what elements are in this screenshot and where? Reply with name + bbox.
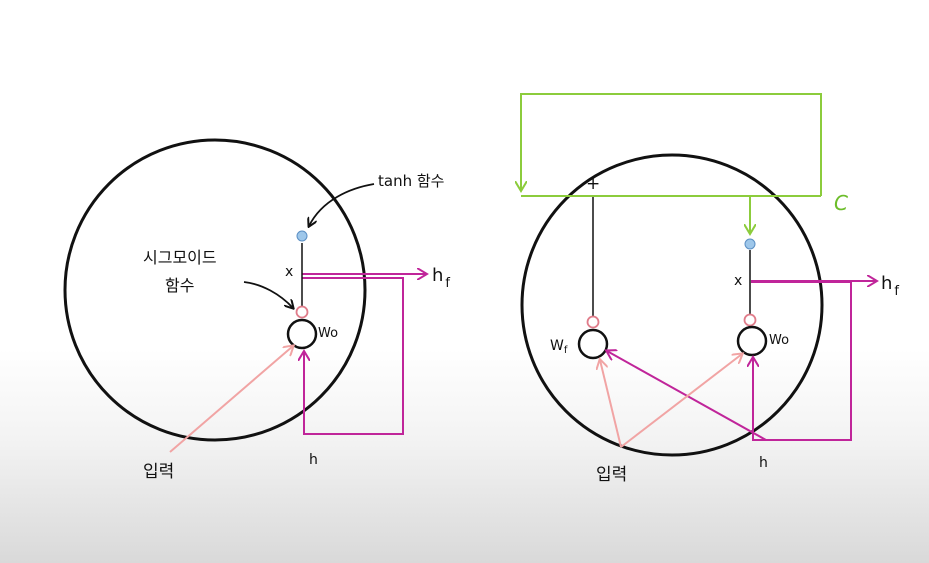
left-sigmoid-node <box>295 305 309 319</box>
left-x-label: x <box>285 264 293 280</box>
right-weight-label: Wo <box>769 333 789 348</box>
forget-sigmoid-node <box>586 315 600 329</box>
left-tanh-node <box>296 230 308 242</box>
input-to-output-arrow <box>620 354 742 448</box>
left-sigmoid-label-line2: 함수 <box>165 276 194 295</box>
cell-state-loop <box>521 93 822 196</box>
right-input-label: 입력 <box>596 465 627 485</box>
input-to-forget-arrow <box>600 360 622 448</box>
left-hidden-label: h <box>309 452 318 468</box>
left-cell-boundary <box>63 138 367 442</box>
forget-weight-label: Wf <box>550 338 568 356</box>
left-hidden-loop <box>302 277 404 435</box>
right-cell-boundary <box>520 153 824 457</box>
left-sigmoid-annotation-arrow <box>243 281 293 308</box>
right-sigmoid-node <box>743 313 757 327</box>
left-weight-node <box>286 318 318 350</box>
left-weight-label: Wo <box>318 326 338 341</box>
left-input-label: 입력 <box>143 462 174 482</box>
right-hidden-loop <box>751 281 852 441</box>
plus-label: + <box>586 174 600 194</box>
left-sigmoid-label-line1: 시그모이드 <box>143 248 217 267</box>
right-x-label: x <box>734 273 742 289</box>
right-weight-node <box>736 325 768 357</box>
right-hidden-label: h <box>759 455 768 471</box>
right-tanh-node <box>744 238 756 250</box>
left-input-arrow <box>169 346 293 453</box>
cell-state-label: C <box>834 191 848 215</box>
left-tanh-label: tanh 함수 <box>378 172 444 190</box>
left-tanh-annotation-arrow <box>309 183 375 226</box>
forget-weight-node <box>577 328 609 360</box>
